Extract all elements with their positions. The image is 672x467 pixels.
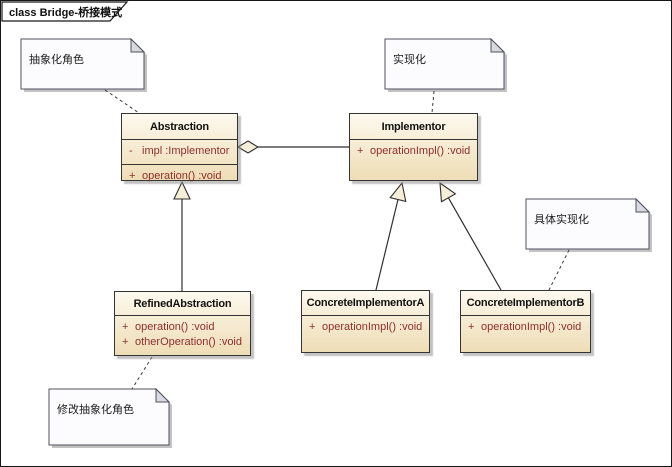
diagram-frame-title: class Bridge-桥接模式 [9, 7, 123, 19]
generalization-triangle-icon [389, 181, 407, 203]
diagram-frame-tab [1, 1, 129, 22]
member-text: operationImpl() :void [322, 321, 423, 333]
note-abstract-role-text: 抽象化角色 [29, 54, 84, 66]
class-member: + operation() :void [122, 169, 237, 184]
note-abstract-role[interactable] [20, 37, 147, 92]
class-name: RefinedAbstraction [133, 297, 232, 310]
class-member: + operationImpl() :void [350, 144, 477, 159]
class-compartment: + operation() :void [122, 164, 237, 182]
generalization-generalization-refined-abstraction[interactable] [173, 180, 191, 291]
member-visibility-sign: + [357, 145, 364, 157]
class-compartment: -impl :Implementor [122, 139, 237, 164]
member-visibility-sign: - [129, 145, 133, 157]
member-text: impl :Implementor [142, 145, 230, 157]
generalization-generalization-concrete-a[interactable] [375, 181, 407, 291]
member-visibility-sign: + [122, 321, 129, 333]
note-link-notelink-abstract-role[interactable] [104, 89, 140, 114]
class-member: + operationImpl() :void [461, 320, 590, 335]
aggregation-diamond-icon [236, 140, 260, 154]
member-text: operation() :void [135, 321, 215, 333]
member-text: otherOperation() :void [135, 336, 242, 348]
class-refined-abstraction[interactable]: RefinedAbstraction + operation() :void + oth… [114, 291, 251, 356]
note-implement-role[interactable] [384, 37, 507, 92]
class-name: Abstraction [150, 120, 209, 133]
class-abstraction[interactable]: Abstraction -impl :Implementor + operation(… [121, 113, 238, 182]
member-visibility-sign: + [122, 336, 129, 348]
class-name: Implementor [381, 120, 446, 133]
class-compartment: + operationImpl() :void [302, 315, 429, 354]
note-fold-corner-icon [490, 37, 506, 53]
generalization-triangle-icon [439, 181, 457, 203]
member-visibility-sign: + [309, 321, 316, 333]
member-visibility-sign: + [468, 321, 475, 333]
class-member: + operation() :void [115, 320, 250, 335]
generalization-generalization-concrete-b[interactable] [439, 181, 502, 291]
class-compartment: + operation() :void + otherOperation() :voi… [115, 315, 250, 357]
member-text: operation() :void [142, 170, 222, 182]
class-member: + operationImpl() :void [302, 320, 429, 335]
class-member: -impl :Implementor [122, 144, 237, 159]
note-modify-abstract-role[interactable] [48, 387, 172, 448]
note-implement-role-text: 实现化 [393, 54, 426, 66]
note-concrete-implement-role[interactable] [525, 197, 652, 252]
class-compartment: + operationImpl() :void [461, 315, 590, 354]
class-compartment: + operationImpl() :void [350, 139, 477, 182]
member-visibility-sign: + [129, 170, 136, 182]
class-name: ConcreteImplementorA [306, 297, 425, 309]
member-text: operationImpl() :void [370, 145, 471, 157]
class-implementor[interactable]: Implementor + operationImpl() :void [349, 113, 478, 181]
note-modify-abstract-role-text: 修改抽象化角色 [57, 404, 134, 416]
note-link-notelink-implement-role[interactable] [431, 90, 435, 114]
aggregation-aggregation-abstraction-implementor[interactable] [236, 140, 349, 154]
note-link-notelink-modify-abstract-role[interactable] [131, 356, 153, 390]
class-member: + otherOperation() :void [115, 335, 250, 350]
class-name: ConcreteImplementorB [466, 297, 585, 309]
class-concrete-implementor-a[interactable]: ConcreteImplementorA + operationImpl() :vo… [301, 290, 430, 353]
note-concrete-implement-role-text: 具体实现化 [534, 214, 589, 226]
member-text: operationImpl() :void [481, 321, 582, 333]
note-fold-corner-icon [155, 387, 171, 403]
note-fold-corner-icon [130, 37, 146, 53]
generalization-triangle-icon [173, 180, 191, 200]
note-link-notelink-concrete-implement-role[interactable] [548, 249, 570, 291]
note-fold-corner-icon [635, 197, 651, 213]
class-concrete-implementor-b[interactable]: ConcreteImplementorB + operationImpl() :vo… [460, 290, 591, 353]
